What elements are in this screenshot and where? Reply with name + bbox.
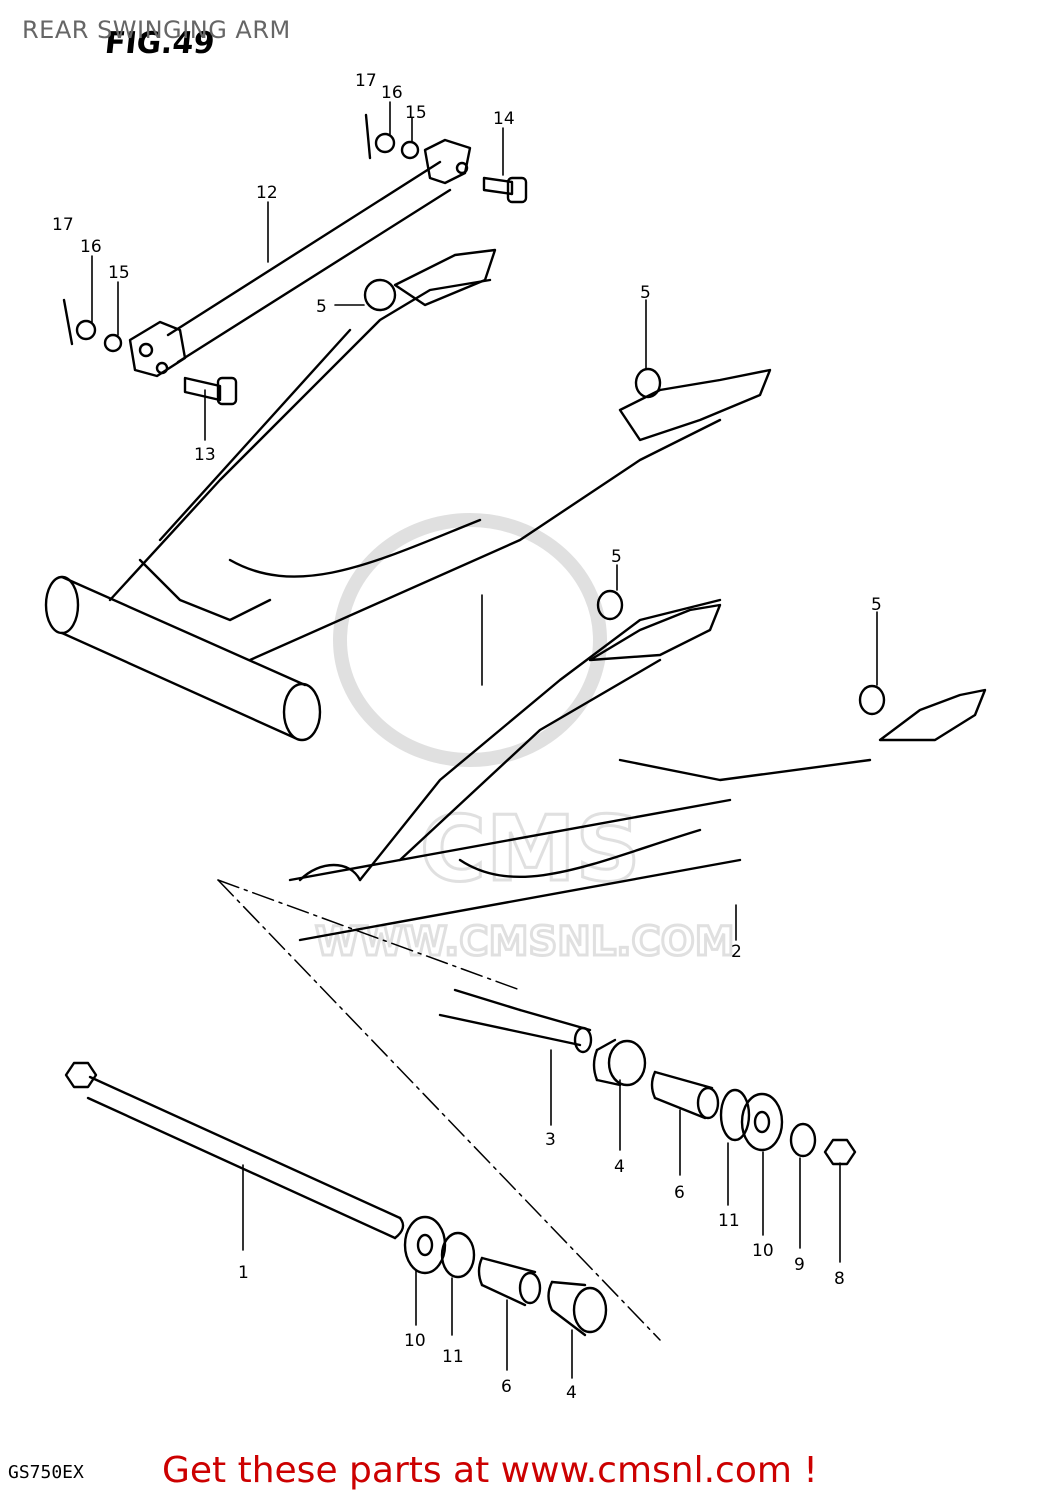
callout-1: 1 bbox=[238, 1263, 249, 1283]
callout-16: 16 bbox=[381, 83, 403, 103]
callout-5: 5 bbox=[871, 595, 882, 615]
callout-17: 17 bbox=[52, 215, 74, 235]
part-spacer-6a bbox=[650, 1070, 720, 1120]
part-swing-arm-lower bbox=[288, 598, 987, 942]
callout-3: 3 bbox=[545, 1130, 556, 1150]
assembly-guide-lines bbox=[217, 879, 661, 1341]
callout-4: 4 bbox=[566, 1383, 577, 1403]
part-bearing-4a bbox=[592, 1038, 647, 1087]
part-bushings-5 bbox=[363, 278, 886, 716]
callout-11: 11 bbox=[442, 1347, 464, 1367]
part-swing-arm-upper bbox=[44, 248, 772, 742]
parts-shop-link[interactable]: Get these parts at www.cmsnl.com ! bbox=[162, 1450, 818, 1491]
callout-5: 5 bbox=[316, 297, 327, 317]
callout-5: 5 bbox=[611, 547, 622, 567]
callout-labels: 17 16 15 14 12 17 16 15 5 13 5 5 5 2 3 4… bbox=[52, 71, 882, 1403]
diagram-title: REAR SWINGING ARM bbox=[22, 16, 291, 44]
callout-15: 15 bbox=[108, 263, 130, 283]
callout-8: 8 bbox=[834, 1269, 845, 1289]
callout-14: 14 bbox=[493, 109, 515, 129]
callout-17: 17 bbox=[355, 71, 377, 91]
model-code: GS750EX bbox=[8, 1462, 84, 1483]
callout-12: 12 bbox=[256, 183, 278, 203]
callout-16: 16 bbox=[80, 237, 102, 257]
callout-5: 5 bbox=[640, 283, 651, 303]
callout-11: 11 bbox=[718, 1211, 740, 1231]
callout-15: 15 bbox=[405, 103, 427, 123]
part-fasteners-top bbox=[62, 113, 420, 353]
callout-6: 6 bbox=[501, 1377, 512, 1397]
callout-6: 6 bbox=[674, 1183, 685, 1203]
part-bolt-13 bbox=[183, 376, 238, 406]
part-pivot-sleeve-3 bbox=[438, 988, 593, 1054]
part-washers-11-10-9 bbox=[719, 1088, 817, 1158]
callout-leaders bbox=[91, 101, 878, 1379]
callout-9: 9 bbox=[794, 1255, 805, 1275]
part-nut-8 bbox=[823, 1138, 857, 1166]
part-lower-washers-bearing bbox=[403, 1215, 608, 1337]
part-bolt-14 bbox=[482, 176, 528, 204]
callout-13: 13 bbox=[194, 445, 216, 465]
callout-10: 10 bbox=[404, 1331, 426, 1351]
callout-2: 2 bbox=[731, 942, 742, 962]
part-pivot-shaft-1 bbox=[64, 1061, 405, 1240]
callout-4: 4 bbox=[614, 1157, 625, 1177]
part-torque-link bbox=[128, 138, 472, 378]
callout-10: 10 bbox=[752, 1241, 774, 1261]
